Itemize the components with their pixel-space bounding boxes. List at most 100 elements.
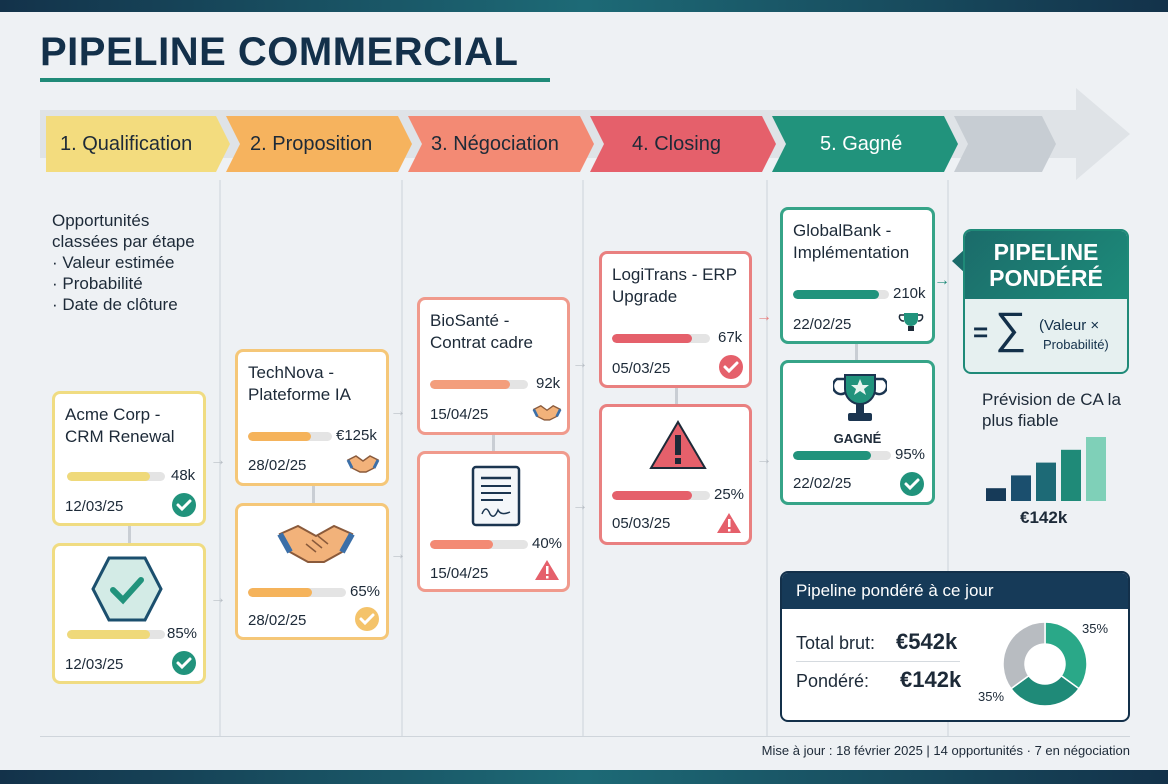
donut-label-bottom: 35%	[978, 689, 1005, 704]
progress-bar	[248, 432, 332, 441]
stage-closing[interactable]: 4. Closing	[632, 132, 721, 155]
card-title: GlobalBank - Implémentation	[793, 221, 910, 262]
arrow-right-icon: →	[756, 451, 772, 468]
summary-title: Pipeline pondéré à ce jour	[782, 573, 1128, 609]
column-divider	[219, 180, 221, 736]
stage-qualification[interactable]: 1. Qualification	[60, 132, 193, 155]
bottom-accent-bar	[0, 770, 1168, 784]
weighted-value: €142k	[900, 667, 962, 692]
intro-item-value: · Valeur estimée	[52, 253, 175, 272]
progress-bar	[793, 290, 889, 299]
card-date: 28/02/25	[248, 457, 307, 474]
donut-chart	[1002, 621, 1088, 707]
opportunity-card-logitrans-probability[interactable]: 25% 05/03/25	[599, 404, 752, 545]
card-title: Acme Corp - CRM Renewal	[65, 405, 175, 446]
card-date: 22/02/25	[793, 475, 852, 492]
progress-bar	[67, 630, 165, 639]
check-circle-icon	[355, 607, 379, 631]
gross-value: €542k	[896, 629, 958, 654]
gross-label: Total brut:	[796, 633, 876, 653]
opportunity-card-technova-probability[interactable]: 65% 28/02/25	[235, 503, 389, 640]
card-date: 05/03/25	[612, 360, 671, 377]
weighted-pipeline-box: PIPELINE PONDÉRÉ = ∑ (Valeur × Probabili…	[963, 229, 1129, 374]
stage-gagne[interactable]: 5. Gagné	[820, 132, 903, 155]
arrow-right-icon: →	[572, 355, 588, 372]
check-circle-icon	[172, 651, 196, 675]
connector	[675, 387, 678, 405]
progress-bar	[793, 451, 891, 460]
card-value: 48k	[171, 467, 196, 484]
forecast-bar-chart	[986, 437, 1106, 501]
intro-item-close-date: · Date de clôture	[52, 295, 178, 314]
progress-bar	[248, 588, 346, 597]
opportunity-card-biosante[interactable]: BioSanté - Contrat cadre 92k 15/04/25	[417, 297, 570, 435]
forecast-bar	[986, 488, 1006, 501]
donut-label-top: 35%	[1082, 621, 1109, 636]
pipeline-arrow-banner	[40, 88, 1130, 180]
forecast-bar	[1011, 475, 1031, 501]
trophy-icon	[898, 313, 924, 331]
opportunity-card-technova[interactable]: TechNova - Plateforme IA €125k 28/02/25	[235, 349, 389, 486]
card-value: 92k	[536, 375, 561, 392]
card-probability: 40%	[532, 535, 563, 552]
arrow-right-icon: →	[756, 308, 772, 325]
arrow-right-icon: →	[934, 272, 950, 289]
summary-divider	[796, 661, 960, 662]
donut-segment	[1044, 621, 1088, 690]
connector	[492, 433, 495, 451]
column-divider	[401, 180, 403, 736]
footer-divider	[40, 736, 1130, 737]
card-date: 12/03/25	[65, 498, 124, 515]
handshake-icon	[532, 405, 562, 421]
formula-line-2: Probabilité)	[1043, 337, 1109, 352]
stage-proposition[interactable]: 2. Proposition	[250, 132, 373, 155]
trophy-icon	[833, 374, 887, 421]
forecast-bar	[1036, 462, 1056, 501]
card-title: LogiTrans - ERP Upgrade	[612, 265, 737, 306]
check-circle-icon	[172, 493, 196, 517]
title-underline	[40, 78, 550, 82]
footer-text: Mise à jour : 18 février 2025 | 14 oppor…	[761, 743, 1130, 758]
progress-bar	[430, 540, 528, 549]
formula-line-1: (Valeur ×	[1039, 317, 1100, 334]
warning-icon	[717, 513, 741, 533]
opportunity-card-acme-probability[interactable]: 85% 12/03/25	[52, 543, 206, 684]
card-date: 28/02/25	[248, 612, 307, 629]
opportunity-card-globalbank[interactable]: GlobalBank - Implémentation 210k 22/02/2…	[780, 207, 935, 344]
card-probability: 65%	[350, 583, 381, 600]
card-date: 15/04/25	[430, 565, 489, 582]
card-value: €125k	[336, 427, 377, 444]
pointer-notch	[952, 248, 966, 274]
arrow-right-icon: →	[572, 497, 588, 514]
opportunity-card-globalbank-won[interactable]: GAGNÉ 95% 22/02/25	[780, 360, 935, 505]
weighted-label: Pondéré:	[796, 671, 870, 691]
shield-check-icon	[91, 556, 163, 622]
forecast-text: Prévision de CA la plus fiable	[982, 390, 1121, 430]
opportunity-card-acme[interactable]: Acme Corp - CRM Renewal 48k 12/03/25	[52, 391, 206, 526]
arrow-right-icon: →	[210, 452, 226, 469]
card-title: BioSanté - Contrat cadre	[430, 311, 533, 352]
card-probability: 85%	[167, 625, 198, 642]
opportunity-card-logitrans[interactable]: LogiTrans - ERP Upgrade 67k 05/03/25	[599, 251, 752, 388]
summary-panel: Pipeline pondéré à ce jour Total brut: €…	[780, 571, 1130, 722]
progress-bar	[612, 491, 710, 500]
card-probability: 25%	[714, 486, 745, 503]
handshake-icon	[277, 524, 355, 563]
top-accent-bar	[0, 0, 1168, 12]
connector	[128, 525, 131, 543]
formula-equals: =	[973, 317, 989, 347]
card-date: 22/02/25	[793, 316, 852, 333]
card-title: TechNova - Plateforme IA	[248, 363, 351, 404]
card-value: 67k	[718, 329, 743, 346]
column-divider	[947, 180, 949, 736]
forecast-bar	[1061, 449, 1081, 501]
arrow-right-icon: →	[390, 546, 406, 563]
opportunity-card-biosante-probability[interactable]: 40% 15/04/25	[417, 451, 570, 592]
intro-text: Opportunités classées par étape · Valeur…	[52, 210, 212, 315]
formula-sigma: ∑	[995, 304, 1027, 353]
won-label: GAGNÉ	[833, 431, 882, 446]
stage-negociation[interactable]: 3. Négociation	[431, 132, 559, 155]
card-probability: 95%	[895, 446, 926, 463]
arrow-right-icon: →	[210, 590, 226, 607]
weighted-pipeline-title: PIPELINE PONDÉRÉ	[965, 231, 1127, 299]
